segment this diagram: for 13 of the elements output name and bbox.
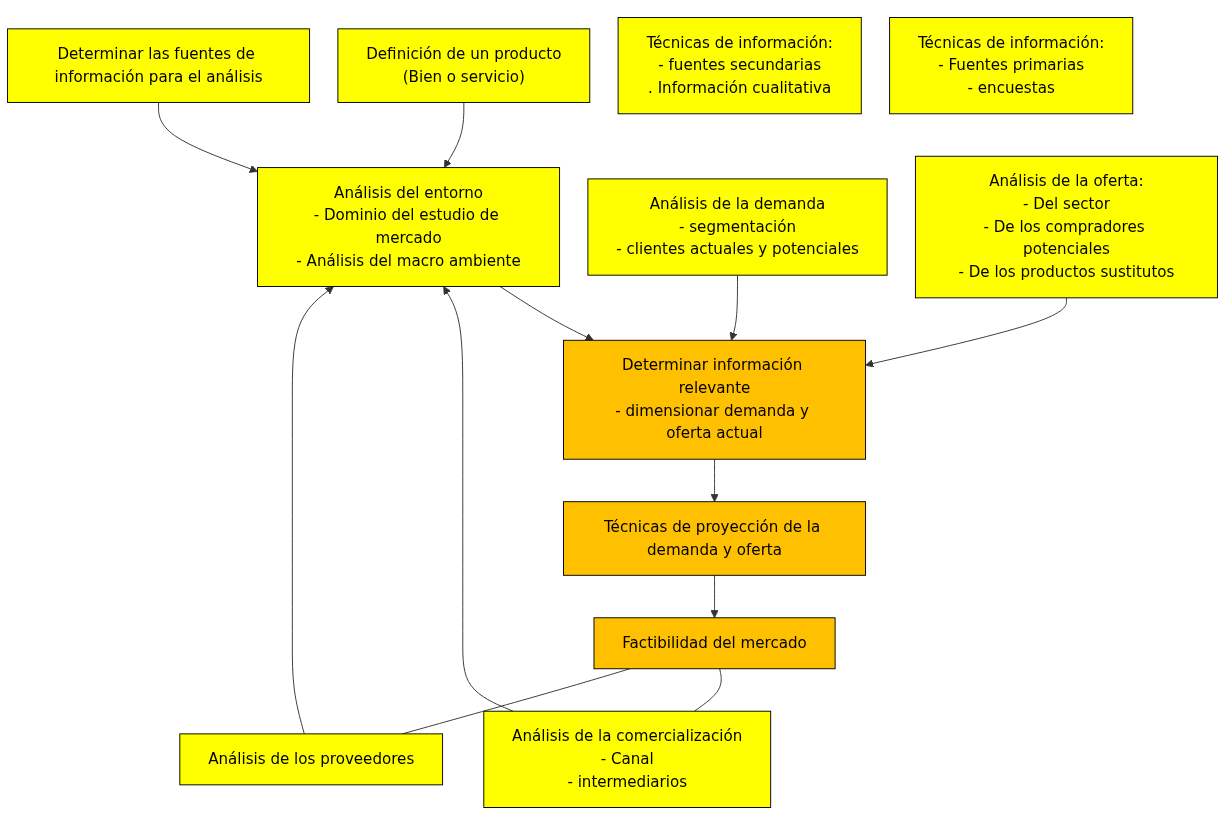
node-box: Determinar información relevante - dimensionar demanda y oferta actual: [563, 339, 866, 460]
node-box: Determinar las fuentes de información para el análisis: [7, 28, 311, 103]
node-box: Factibilidad del mercado: [593, 617, 836, 670]
node-box: Técnicas de proyección de la demanda y oferta: [563, 501, 866, 576]
node-box: Análisis de la oferta: - Del sector - De los compradores potenciales - De los productos sustitutos: [914, 155, 1218, 299]
node-box: Definición de un producto (Bien o servicio): [337, 28, 591, 103]
node-box: Análisis de la demanda - segmentación - clientes actuales y potenciales: [587, 178, 888, 276]
connector: [693, 668, 722, 712]
node-box: Técnicas de información: - Fuentes primarias - encuestas: [889, 17, 1134, 115]
node-box: Técnicas de información: - fuentes secundarias . Información cualitativa: [617, 17, 862, 115]
node-box: Análisis del entorno - Dominio del estudio de mercado - Análisis del macro ambiente: [257, 167, 561, 287]
node-box: Análisis de los proveedores: [179, 733, 444, 786]
node-box: Análisis de la comercialización - Canal - intermediarios: [483, 710, 772, 808]
